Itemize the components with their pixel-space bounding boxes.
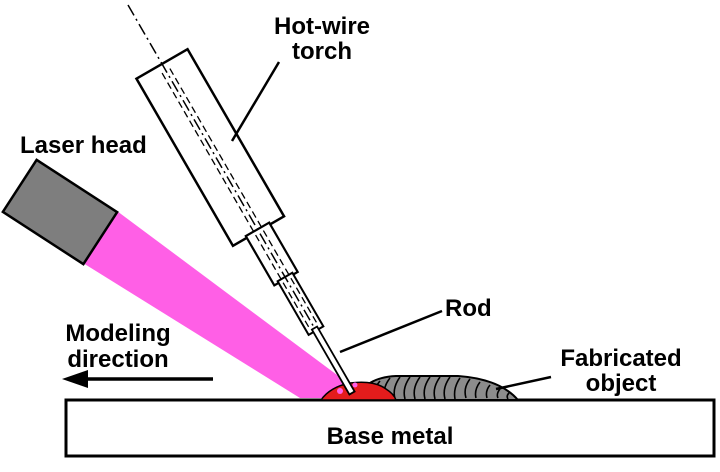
- hot-wire-torch-label-line2: torch: [292, 38, 352, 65]
- laser-head-label: Laser head: [20, 132, 147, 159]
- laser-spot-sparkle: [337, 388, 343, 394]
- hot-wire-torch: [127, 4, 356, 396]
- laser-head-housing: [1, 158, 119, 266]
- rod-label: Rod: [445, 295, 492, 322]
- arrow-head-left-icon: [62, 370, 88, 388]
- hot-wire-torch-label-line1: Hot-wire: [274, 13, 370, 40]
- fabricated-object-leader-line: [495, 375, 552, 391]
- wire-feed-dashed-line-right: [169, 68, 319, 327]
- wire-feed-dashed-line-left: [161, 72, 312, 331]
- melt-pool: [319, 381, 398, 401]
- modeling-direction-label-line2: direction: [67, 346, 168, 373]
- fabricated-object-label-line2: object: [586, 370, 657, 397]
- base-metal-plate: [64, 398, 716, 458]
- torch-centerline-dashdot: [127, 4, 318, 333]
- rod-leader-line: [339, 309, 443, 354]
- laser-head: [1, 158, 119, 266]
- fabricated-object-label-line1: Fabricated: [560, 345, 681, 372]
- laser-spot-sparkle: [352, 382, 358, 388]
- laser-spot-sparkles: [337, 382, 358, 394]
- modeling-direction-arrow: [62, 370, 213, 388]
- laser-beam: [83, 211, 368, 398]
- torch-leader-line: [230, 61, 281, 142]
- modeling-direction-label-line1: Modeling: [65, 320, 170, 347]
- base-metal-label: Base metal: [327, 423, 454, 450]
- rod-wire: [310, 325, 356, 396]
- torch-nozzle: [276, 271, 325, 337]
